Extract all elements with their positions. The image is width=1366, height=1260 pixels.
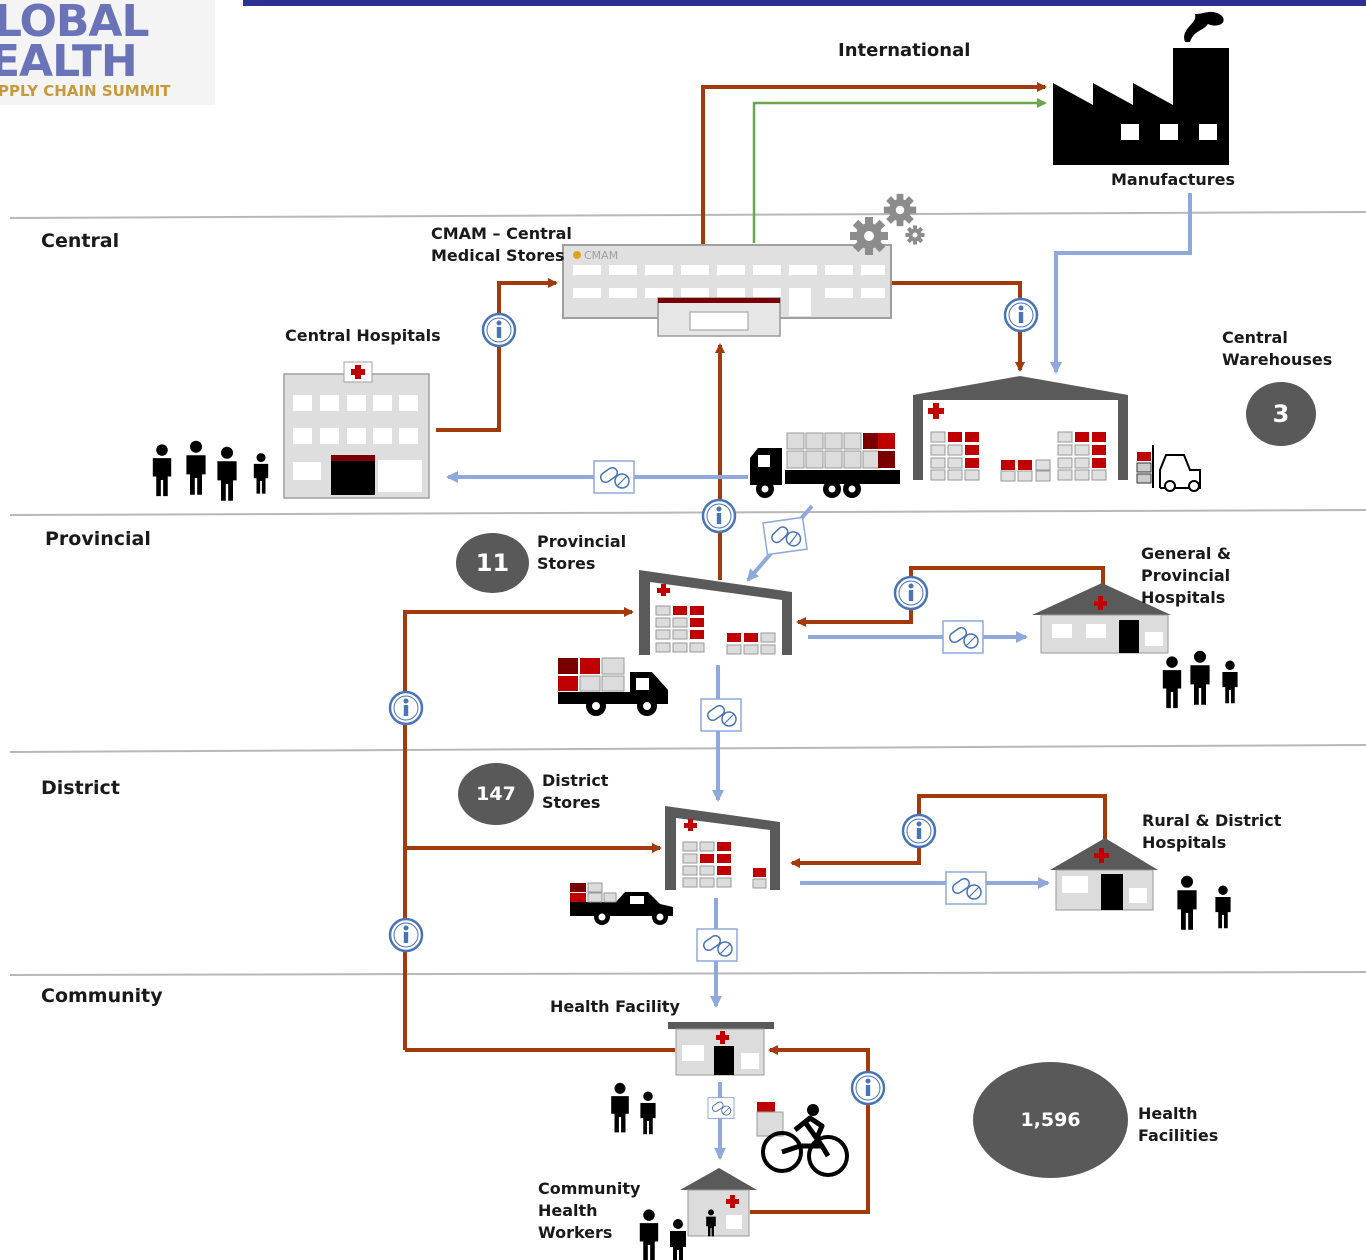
people-icon bbox=[152, 440, 269, 501]
bicycle-icon bbox=[756, 1102, 849, 1177]
people-icon bbox=[1177, 875, 1231, 930]
central-warehouses-line-1: Central bbox=[1222, 328, 1288, 347]
rural-hospitals-label: Rural & District Hospitals bbox=[1142, 810, 1281, 854]
provincial-stores-label: Provincial Stores bbox=[537, 531, 626, 575]
district-stores-label: District Stores bbox=[542, 770, 608, 814]
health-facilities-line-2: Facilities bbox=[1138, 1126, 1219, 1145]
district-stores-line-2: Stores bbox=[542, 793, 601, 812]
chw-line-3: Workers bbox=[538, 1223, 613, 1242]
cmam-sign: CMAM bbox=[584, 249, 618, 262]
chw-house-icon bbox=[680, 1168, 757, 1237]
central-hospitals-label: Central Hospitals bbox=[285, 326, 441, 345]
truck-icon bbox=[570, 882, 673, 925]
central-hospital-icon bbox=[283, 361, 430, 499]
provincial-store-icon bbox=[639, 570, 792, 655]
warehouse-icon bbox=[913, 376, 1128, 482]
rural-hospitals-line-1: Rural & District bbox=[1142, 811, 1282, 830]
green-link bbox=[752, 98, 1047, 243]
tier-central: Central bbox=[41, 230, 120, 252]
people-icon bbox=[611, 1082, 656, 1135]
health-facilities-label: Health Facilities bbox=[1138, 1103, 1218, 1147]
central-warehouses-label: Central Warehouses bbox=[1222, 327, 1332, 371]
health-facilities-line-1: Health bbox=[1138, 1104, 1198, 1123]
chw-label: Community Health Workers bbox=[538, 1178, 640, 1244]
central-warehouses-count: 3 bbox=[1246, 382, 1316, 446]
health-facilities-count: 1,596 bbox=[973, 1062, 1128, 1178]
chw-line-1: Community bbox=[538, 1179, 641, 1198]
cmam-label: CMAM – Central Medical Stores bbox=[431, 223, 572, 267]
info-flows bbox=[403, 82, 1107, 1214]
general-hospitals-line-2: Provincial bbox=[1141, 566, 1231, 585]
summit-logo: LOBAL EALTH PPLY CHAIN SUMMIT bbox=[0, 0, 215, 105]
people-icon bbox=[639, 1209, 686, 1260]
cmam-label-line-1: CMAM – Central bbox=[431, 224, 572, 243]
pills-icon bbox=[593, 460, 987, 1119]
tier-district: District bbox=[41, 777, 120, 799]
district-stores-line-1: District bbox=[542, 771, 609, 790]
rural-hospitals-line-2: Hospitals bbox=[1142, 833, 1227, 852]
truck-icon bbox=[558, 657, 668, 716]
provincial-stores-line-2: Stores bbox=[537, 554, 596, 573]
tier-separators bbox=[9, 211, 1366, 976]
factory-icon bbox=[1053, 11, 1229, 165]
district-stores-count: 147 bbox=[458, 763, 534, 825]
logo-line-1: LOBAL bbox=[0, 0, 150, 47]
manufactures-label: Manufactures bbox=[1111, 170, 1236, 189]
health-facility-label: Health Facility bbox=[550, 997, 680, 1016]
district-store-icon bbox=[665, 806, 780, 890]
chw-line-2: Health bbox=[538, 1201, 598, 1220]
cmam-building bbox=[562, 244, 892, 337]
header-bar bbox=[243, 0, 1366, 6]
general-hospital-icon bbox=[1032, 583, 1171, 654]
general-hospitals-line-1: General & bbox=[1141, 544, 1231, 563]
cmam-label-line-2: Medical Stores bbox=[431, 246, 565, 265]
logo-line-2: EALTH bbox=[0, 36, 138, 87]
general-hospitals-line-3: Hospitals bbox=[1141, 588, 1226, 607]
tier-community: Community bbox=[41, 985, 163, 1007]
central-warehouses-line-2: Warehouses bbox=[1222, 350, 1333, 369]
logo-line-3: PPLY CHAIN SUMMIT bbox=[0, 82, 171, 100]
clinic-icon bbox=[668, 1022, 774, 1076]
provincial-stores-line-1: Provincial bbox=[537, 532, 627, 551]
truck-icon bbox=[750, 432, 900, 498]
provincial-stores-count: 11 bbox=[456, 533, 529, 593]
people-icon bbox=[1162, 650, 1238, 709]
rural-hospital-icon bbox=[1050, 838, 1158, 911]
tier-provincial: Provincial bbox=[45, 528, 151, 550]
forklift-icon bbox=[1136, 445, 1201, 492]
international-label: International bbox=[838, 40, 971, 61]
general-hospitals-label: General & Provincial Hospitals bbox=[1141, 543, 1231, 609]
